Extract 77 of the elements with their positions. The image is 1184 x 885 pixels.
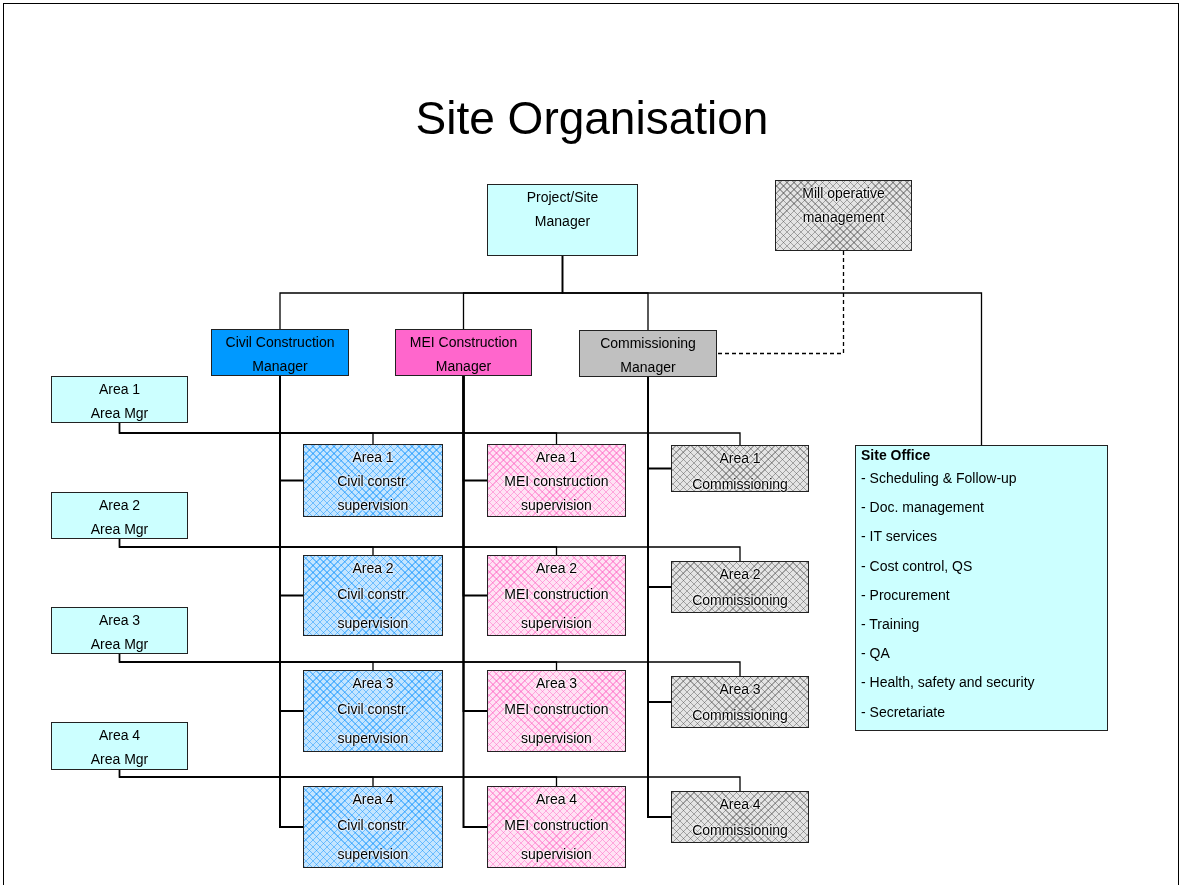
title: Site Organisation: [414, 91, 770, 146]
box-label: MEI construction supervision: [503, 585, 610, 633]
role-box: [671, 791, 809, 843]
list-item: - Cost control, QS: [861, 556, 973, 576]
role-box: [51, 607, 188, 654]
box-heading: Area 1: [535, 448, 578, 467]
supervision-box: [487, 555, 626, 636]
supervision-box: [303, 786, 443, 868]
box-heading: Area 2: [535, 559, 578, 578]
box-label: Commissioning: [692, 591, 788, 610]
list-item: - IT services: [861, 527, 937, 547]
connector-line: [118, 538, 741, 562]
supervision-box: [303, 555, 443, 636]
role-box: [487, 184, 638, 256]
connector-line: [561, 255, 983, 446]
role-box: [671, 561, 809, 613]
box-label: Commissioning: [692, 475, 788, 494]
box-heading: Commissioning Manager: [599, 334, 697, 377]
box-label: Commissioning: [692, 706, 788, 725]
box-label: MEI construction supervision: [503, 472, 610, 515]
list-item: - QA: [861, 644, 890, 664]
box-label: Area Mgr: [90, 404, 149, 423]
box-label: Civil constr. supervision: [336, 585, 410, 633]
connector-line: [118, 653, 741, 677]
box-heading: Area 3: [98, 611, 141, 630]
box-heading: Civil Construction Manager: [224, 333, 336, 376]
box-label: MEI construction supervision: [503, 700, 610, 748]
role-box: [51, 722, 188, 770]
box-heading: Area 4: [719, 795, 761, 814]
manager-box: [579, 330, 717, 377]
box-heading: Area 3: [719, 680, 761, 699]
box-label: Civil constr. supervision: [336, 816, 410, 864]
box-label: Area Mgr: [90, 520, 149, 539]
list-item: - Secretariate: [861, 702, 946, 722]
box-heading: Area 2: [352, 559, 394, 578]
role-box: [671, 445, 809, 492]
manager-box: [395, 329, 532, 376]
list-item: - Training: [861, 615, 920, 634]
box-heading: Area 3: [535, 674, 578, 693]
supervision-box: [303, 444, 443, 517]
list-item: - Scheduling & Follow-up: [861, 469, 1017, 488]
list-item: - Doc. management: [861, 498, 984, 518]
box-heading: Area 4: [98, 726, 141, 745]
box-label: Civil constr. supervision: [336, 700, 410, 748]
box-heading: Area 1: [352, 448, 394, 467]
role-box: [775, 180, 912, 251]
supervision-box: [303, 670, 443, 752]
role-box: [51, 376, 188, 423]
box-heading: Area 3: [352, 674, 394, 693]
box-heading: Area 4: [535, 790, 578, 809]
supervision-box: [487, 444, 626, 517]
role-box: [51, 492, 188, 539]
role-box: [671, 676, 809, 728]
heading: Site Office: [861, 446, 931, 464]
box-heading: MEI Construction Manager: [408, 333, 519, 376]
box-label: Civil constr. supervision: [336, 472, 410, 515]
box-label: Commissioning: [692, 821, 788, 840]
box-heading: Area 1: [98, 380, 141, 399]
manager-box: [211, 329, 349, 376]
connector-line: [462, 375, 488, 828]
box-heading: Area 2: [719, 565, 761, 584]
box-heading: Area 4: [352, 790, 394, 809]
supervision-box: [487, 786, 626, 868]
box-heading: Project/Site Manager: [525, 188, 600, 231]
connector-line: [118, 769, 741, 792]
box-label: MEI construction supervision: [503, 816, 610, 864]
connector-line: [716, 250, 845, 355]
list-item: - Health, safety and security: [861, 673, 1035, 693]
office-box: [855, 445, 1108, 731]
box-heading: Mill operative management: [801, 184, 886, 227]
list-item: - Procurement: [861, 585, 950, 605]
supervision-box: [487, 670, 626, 752]
box-label: Area Mgr: [90, 750, 149, 769]
box-label: Area Mgr: [90, 635, 149, 654]
box-heading: Area 1: [719, 449, 761, 468]
connector-line: [118, 422, 741, 446]
box-heading: Area 2: [98, 496, 141, 515]
